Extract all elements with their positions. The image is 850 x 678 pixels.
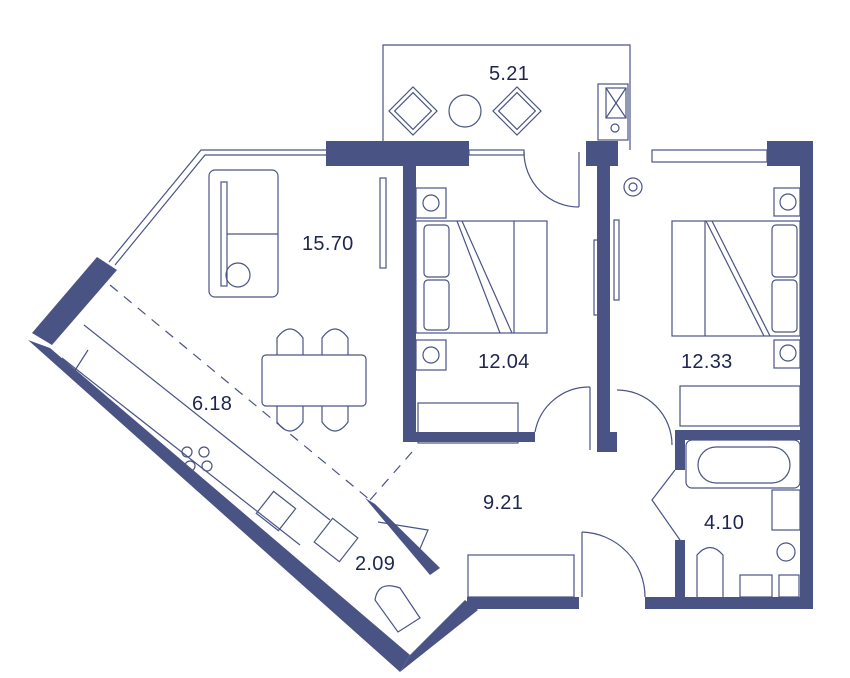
plant-icon	[623, 177, 643, 197]
area-label-balcony: 5.21	[489, 63, 530, 85]
bathtub-icon	[685, 439, 801, 489]
area-label-kitchen: 6.18	[192, 393, 233, 415]
balcony	[382, 44, 631, 150]
wardrobe-icon	[467, 554, 575, 598]
wardrobe-icon	[417, 402, 519, 444]
kitchen-sink-icon	[255, 490, 297, 532]
sink-icon	[771, 489, 801, 531]
area-label-bathroom-2: 2.09	[355, 553, 396, 575]
sofa-icon	[208, 169, 279, 298]
wardrobe-icon	[679, 385, 801, 427]
washing-machine-icon	[776, 542, 796, 562]
armchair-icon	[388, 86, 438, 136]
nightstand-icon	[415, 187, 447, 371]
area-label-living-room: 15.70	[302, 233, 354, 255]
area-label-hallway: 9.21	[483, 492, 524, 514]
toilet-icon	[696, 546, 724, 600]
bed-icon	[415, 220, 548, 334]
walls	[28, 141, 813, 672]
sink-icon	[313, 517, 359, 563]
toilet-icon	[374, 585, 421, 633]
area-label-bathroom-1: 4.10	[704, 512, 745, 534]
stove-icon	[181, 446, 213, 472]
coffee-table-icon	[448, 94, 482, 128]
area-label-bedroom-1: 12.04	[478, 351, 530, 373]
dining-table-icon	[261, 328, 367, 432]
armchair-icon	[492, 86, 542, 136]
nightstand-icon	[773, 187, 801, 369]
bed-icon	[671, 220, 801, 337]
kitchen-counter	[61, 324, 331, 546]
area-label-bedroom-2: 12.33	[681, 351, 733, 373]
